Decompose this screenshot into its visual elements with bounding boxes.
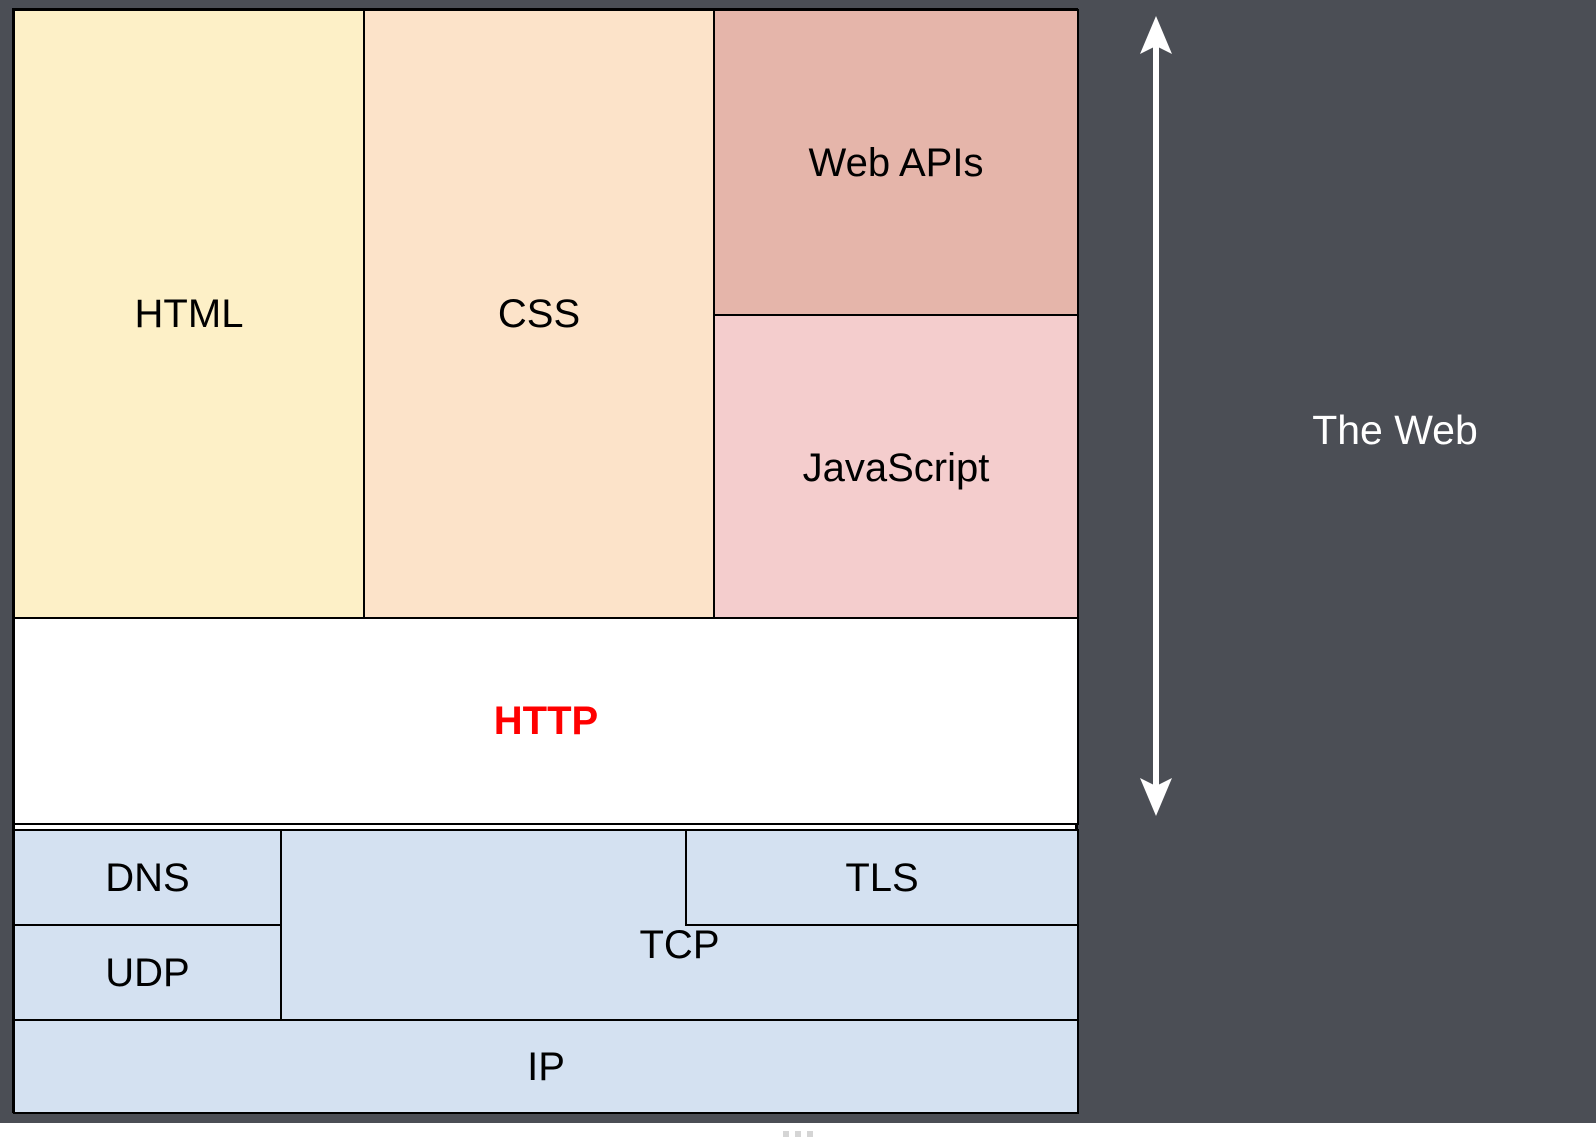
handle-dot bbox=[795, 1131, 801, 1137]
block-dns[interactable]: DNS bbox=[13, 829, 282, 926]
web-stack-diagram: HTML CSS Web APIs JavaScript HTTP TCP DN… bbox=[12, 8, 1079, 1114]
block-css[interactable]: CSS bbox=[363, 9, 715, 619]
block-tls-label: TLS bbox=[845, 855, 919, 900]
block-html-label: HTML bbox=[134, 292, 244, 336]
block-css-label: CSS bbox=[497, 292, 581, 336]
block-html[interactable]: HTML bbox=[13, 9, 365, 619]
double-arrow-icon bbox=[1140, 16, 1172, 816]
block-tls[interactable]: TLS bbox=[685, 829, 1079, 926]
block-http[interactable]: HTTP bbox=[13, 617, 1079, 825]
handle-dot bbox=[783, 1131, 789, 1137]
block-http-label: HTTP bbox=[493, 699, 599, 743]
block-web-apis[interactable]: Web APIs bbox=[713, 9, 1079, 316]
block-web-apis-label: Web APIs bbox=[808, 140, 984, 185]
block-udp-label: UDP bbox=[105, 950, 190, 995]
block-udp[interactable]: UDP bbox=[13, 924, 282, 1021]
block-ip[interactable]: IP bbox=[13, 1019, 1079, 1114]
bottom-bar bbox=[0, 1123, 1596, 1144]
block-tcp-label: TCP bbox=[639, 923, 720, 967]
block-dns-label: DNS bbox=[105, 855, 190, 900]
the-web-label: The Web bbox=[1312, 407, 1478, 453]
block-javascript[interactable]: JavaScript bbox=[713, 314, 1079, 621]
drag-handle-dots-icon[interactable] bbox=[783, 1131, 813, 1137]
handle-dot bbox=[807, 1131, 813, 1137]
block-ip-label: IP bbox=[527, 1044, 565, 1089]
block-javascript-label: JavaScript bbox=[802, 445, 990, 490]
